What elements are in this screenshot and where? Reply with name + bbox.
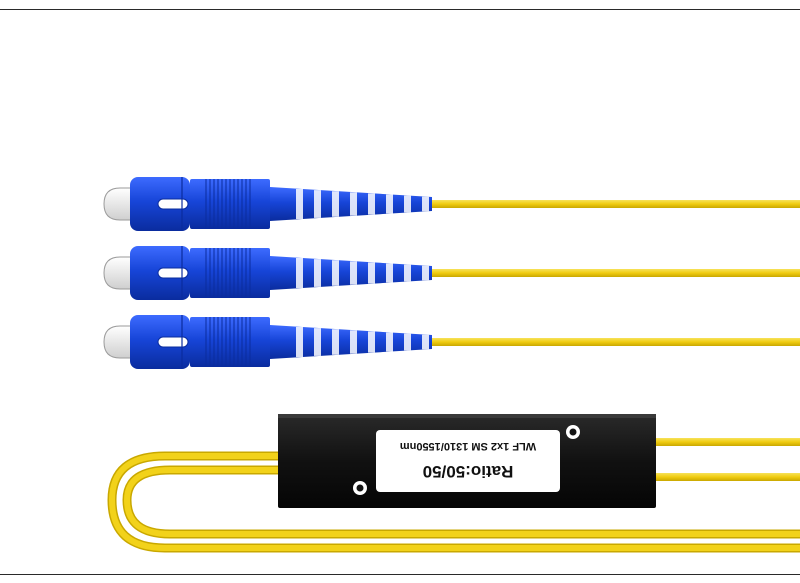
output-fibers (655, 438, 800, 481)
splitter-body: Ratio:50/50 WLF 1x2 SM 1310/1550nm (278, 414, 656, 508)
sc-connector-icon (103, 315, 800, 369)
connector-group (103, 177, 800, 369)
fiber-loop (107, 451, 800, 553)
patch-fiber (432, 200, 800, 208)
bottom-divider (0, 574, 800, 575)
sc-connector-icon (103, 246, 800, 300)
top-divider (0, 9, 800, 10)
patch-fiber (432, 269, 800, 277)
splitter-label (376, 430, 560, 492)
ratio-label: Ratio:50/50 (423, 462, 514, 481)
sc-connector-icon (103, 177, 800, 231)
patch-fiber (432, 338, 800, 346)
spec-label: WLF 1x2 SM 1310/1550nm (400, 440, 537, 452)
